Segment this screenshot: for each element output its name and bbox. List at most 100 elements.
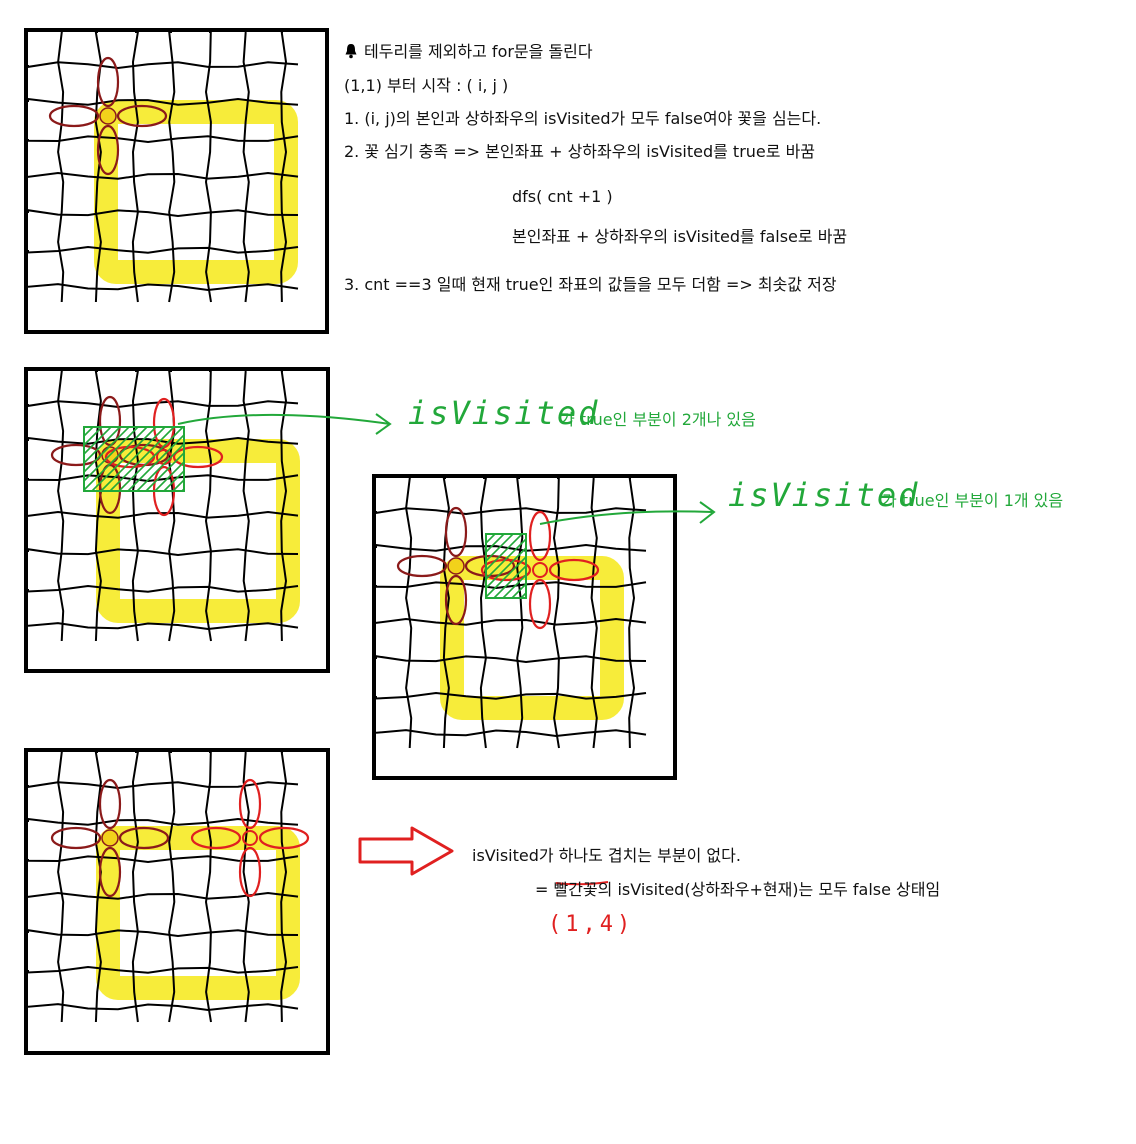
flower-petal	[444, 506, 468, 558]
green-arrow-2-head	[699, 501, 716, 524]
hatch-line	[485, 533, 496, 544]
grid-line-horizontal	[27, 781, 299, 790]
grid-line-horizontal	[27, 622, 299, 631]
flower-petal	[190, 826, 242, 850]
grid-line-horizontal	[27, 400, 299, 409]
flower-petal	[96, 124, 120, 176]
hatch-line	[520, 592, 527, 599]
hatch-line	[83, 426, 121, 464]
grid-line-vertical	[57, 751, 65, 1023]
dark-red-flower	[50, 778, 170, 898]
hatch-line	[502, 574, 527, 599]
green-hatch-area	[83, 426, 185, 492]
grid-line-horizontal	[375, 507, 647, 516]
grid-line-horizontal	[27, 245, 299, 254]
flower-petal	[528, 510, 552, 562]
bell-icon	[345, 44, 357, 59]
green-arrow-1-head	[375, 413, 392, 435]
grid-line-horizontal	[27, 209, 299, 218]
flower-petal	[238, 846, 262, 898]
hatch-line	[83, 426, 112, 455]
hatch-line	[100, 426, 166, 492]
grid-line-vertical	[204, 370, 212, 642]
overlap-one-label: 가 true인 부분이 1개 있음	[882, 491, 1064, 510]
flower-petal	[396, 554, 448, 578]
flower-petal	[238, 778, 262, 830]
hatch-line	[154, 461, 185, 492]
hatch-line	[172, 479, 185, 492]
hatch-line	[136, 443, 185, 492]
hatch-line	[163, 470, 185, 492]
red-coord-label: (1,4)	[548, 912, 635, 937]
grid-line-horizontal	[27, 61, 299, 70]
hatch-line	[127, 434, 185, 492]
grid-line-vertical	[280, 370, 288, 642]
flower-petal	[116, 104, 168, 128]
hatch-line	[145, 452, 185, 492]
notes-rule-2: 2. 꽃 심기 충족 => 본인좌표 + 상하좌우의 isVisited를 tr…	[344, 142, 816, 161]
hatch-line	[118, 426, 184, 492]
hatch-line	[91, 426, 157, 492]
flower-petal	[96, 56, 120, 108]
grid-line-vertical	[168, 31, 176, 303]
flower-center	[101, 829, 119, 847]
grid-line-vertical	[168, 751, 176, 1023]
hatch-line	[485, 538, 527, 580]
grid-border	[24, 28, 329, 334]
grid-line-vertical	[280, 751, 288, 1023]
grid-line-horizontal	[375, 729, 647, 738]
hatch-line	[83, 426, 130, 473]
grid-line-vertical	[280, 31, 288, 303]
grid-line-vertical	[204, 751, 212, 1023]
notes-rule-1: 1. (i, j)의 본인과 상하좌우의 isVisited가 모두 false…	[344, 109, 822, 128]
flower-petal	[48, 104, 100, 128]
hatch-line	[83, 426, 94, 437]
grid-line-vertical	[405, 477, 413, 749]
grid-line-horizontal	[27, 135, 299, 144]
grid-line-horizontal	[27, 965, 299, 974]
hatch-line	[485, 556, 527, 598]
flower-petal	[98, 778, 122, 830]
grid-line-vertical	[94, 31, 102, 303]
grid-line-vertical	[552, 477, 560, 749]
hand-isvisited-2: isVisited	[728, 476, 920, 514]
grid-line-vertical	[628, 477, 636, 749]
grid-line-horizontal	[27, 855, 299, 864]
flower-center	[447, 557, 465, 575]
grid-border	[24, 367, 330, 673]
grid-line-horizontal	[27, 929, 299, 938]
hatch-line	[485, 533, 514, 562]
hatch-outline	[83, 426, 185, 492]
no-overlap-label: isVisited가 하나도 겹치는 부분이 없다.	[472, 846, 741, 865]
grid-border	[372, 474, 677, 780]
grid-line-horizontal	[27, 584, 299, 593]
grid-line-vertical	[57, 370, 65, 642]
yellow-highlight	[96, 826, 300, 1000]
flower-petal	[548, 558, 600, 582]
grid-panel-4	[24, 748, 330, 1055]
yellow-highlight	[440, 556, 624, 720]
flower-petal	[50, 826, 102, 850]
grid-line-horizontal	[27, 283, 299, 292]
notes-title-text: 테두리를 제외하고 for문을 돌린다	[364, 42, 593, 61]
flower-petal	[528, 578, 552, 630]
yellow-highlight	[94, 100, 298, 284]
flower-petal	[258, 826, 310, 850]
flower-petal	[444, 574, 468, 626]
hatch-line	[109, 426, 175, 492]
red-underline	[555, 881, 609, 886]
hatch-line	[485, 533, 505, 553]
hatch-line	[83, 426, 139, 482]
overlap-two-label: 가 true인 부분이 2개나 있음	[560, 410, 756, 429]
flower-center	[532, 562, 548, 578]
hatch-line	[493, 565, 527, 599]
green-arrow-2	[539, 510, 713, 525]
green-hatch-area	[485, 533, 527, 599]
grid-line-vertical	[442, 477, 450, 749]
red-flower	[190, 778, 310, 898]
grid-line-vertical	[57, 31, 65, 303]
hatch-line	[83, 426, 148, 491]
hatch-line	[485, 533, 523, 571]
red-flower-state-label: = 빨간꽃의 isVisited(상하좌우+현재)는 모두 false 상태임	[535, 880, 941, 899]
